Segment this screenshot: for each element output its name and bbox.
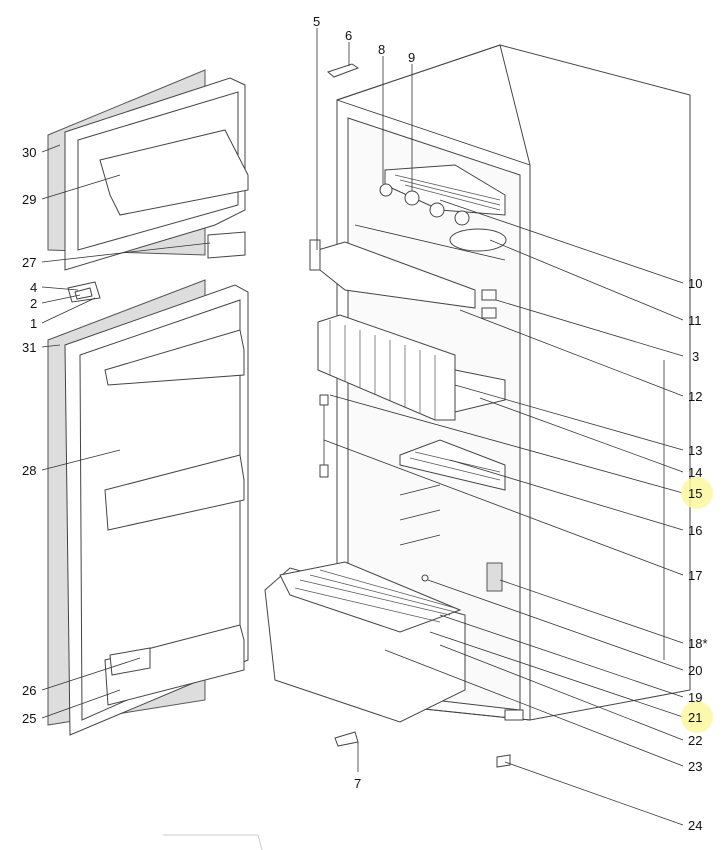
sensor — [319, 394, 329, 406]
label-1: 1 — [30, 316, 37, 331]
label-27: 27 — [22, 255, 36, 270]
label-30: 30 — [22, 145, 36, 160]
label-3: 3 — [692, 349, 699, 364]
label-6: 6 — [345, 28, 352, 43]
highlight-21 — [681, 701, 713, 733]
label-15: 15 — [688, 486, 702, 501]
drip-tray — [454, 369, 506, 413]
label-29: 29 — [22, 192, 36, 207]
label-14: 14 — [688, 465, 702, 480]
label-18: 18* — [688, 636, 708, 651]
thermostat-knob — [379, 183, 393, 197]
label-13: 13 — [688, 443, 702, 458]
evaporator-fins — [317, 314, 456, 421]
hinge-bottom — [334, 731, 359, 747]
label-21: 21 — [688, 710, 702, 725]
label-23: 23 — [688, 759, 702, 774]
crisper-drawer — [264, 561, 466, 723]
fridge-shelf — [399, 439, 506, 491]
label-12: 12 — [688, 389, 702, 404]
label-26: 26 — [22, 683, 36, 698]
refrigerator-cabinet — [264, 44, 691, 723]
hinge-middle — [309, 239, 321, 271]
label-10: 10 — [688, 276, 702, 291]
label-7: 7 — [354, 776, 361, 791]
leader-lines — [41, 28, 684, 826]
highlight-15 — [681, 477, 713, 509]
label-24: 24 — [688, 818, 702, 833]
label-8: 8 — [378, 42, 385, 57]
freezer-door — [47, 69, 249, 271]
part-labels: 30 29 27 4 2 1 31 28 26 25 5 6 8 9 7 10 … — [22, 14, 708, 833]
fan — [449, 228, 507, 252]
label-22: 22 — [688, 733, 702, 748]
hinge-top — [326, 63, 360, 78]
label-plate — [486, 562, 503, 592]
label-31: 31 — [22, 340, 36, 355]
label-9: 9 — [408, 50, 415, 65]
label-16: 16 — [688, 523, 702, 538]
label-25: 25 — [22, 711, 36, 726]
label-4: 4 — [30, 280, 37, 295]
label-17: 17 — [688, 568, 702, 583]
label-28: 28 — [22, 463, 36, 478]
foot — [496, 754, 511, 768]
fridge-door — [47, 279, 249, 736]
label-2: 2 — [30, 296, 37, 311]
label-11: 11 — [688, 313, 702, 328]
switch — [481, 289, 497, 301]
label-19: 19 — [688, 690, 702, 705]
hinge-parts — [67, 281, 101, 303]
label-20: 20 — [688, 663, 702, 678]
label-5: 5 — [313, 14, 320, 29]
